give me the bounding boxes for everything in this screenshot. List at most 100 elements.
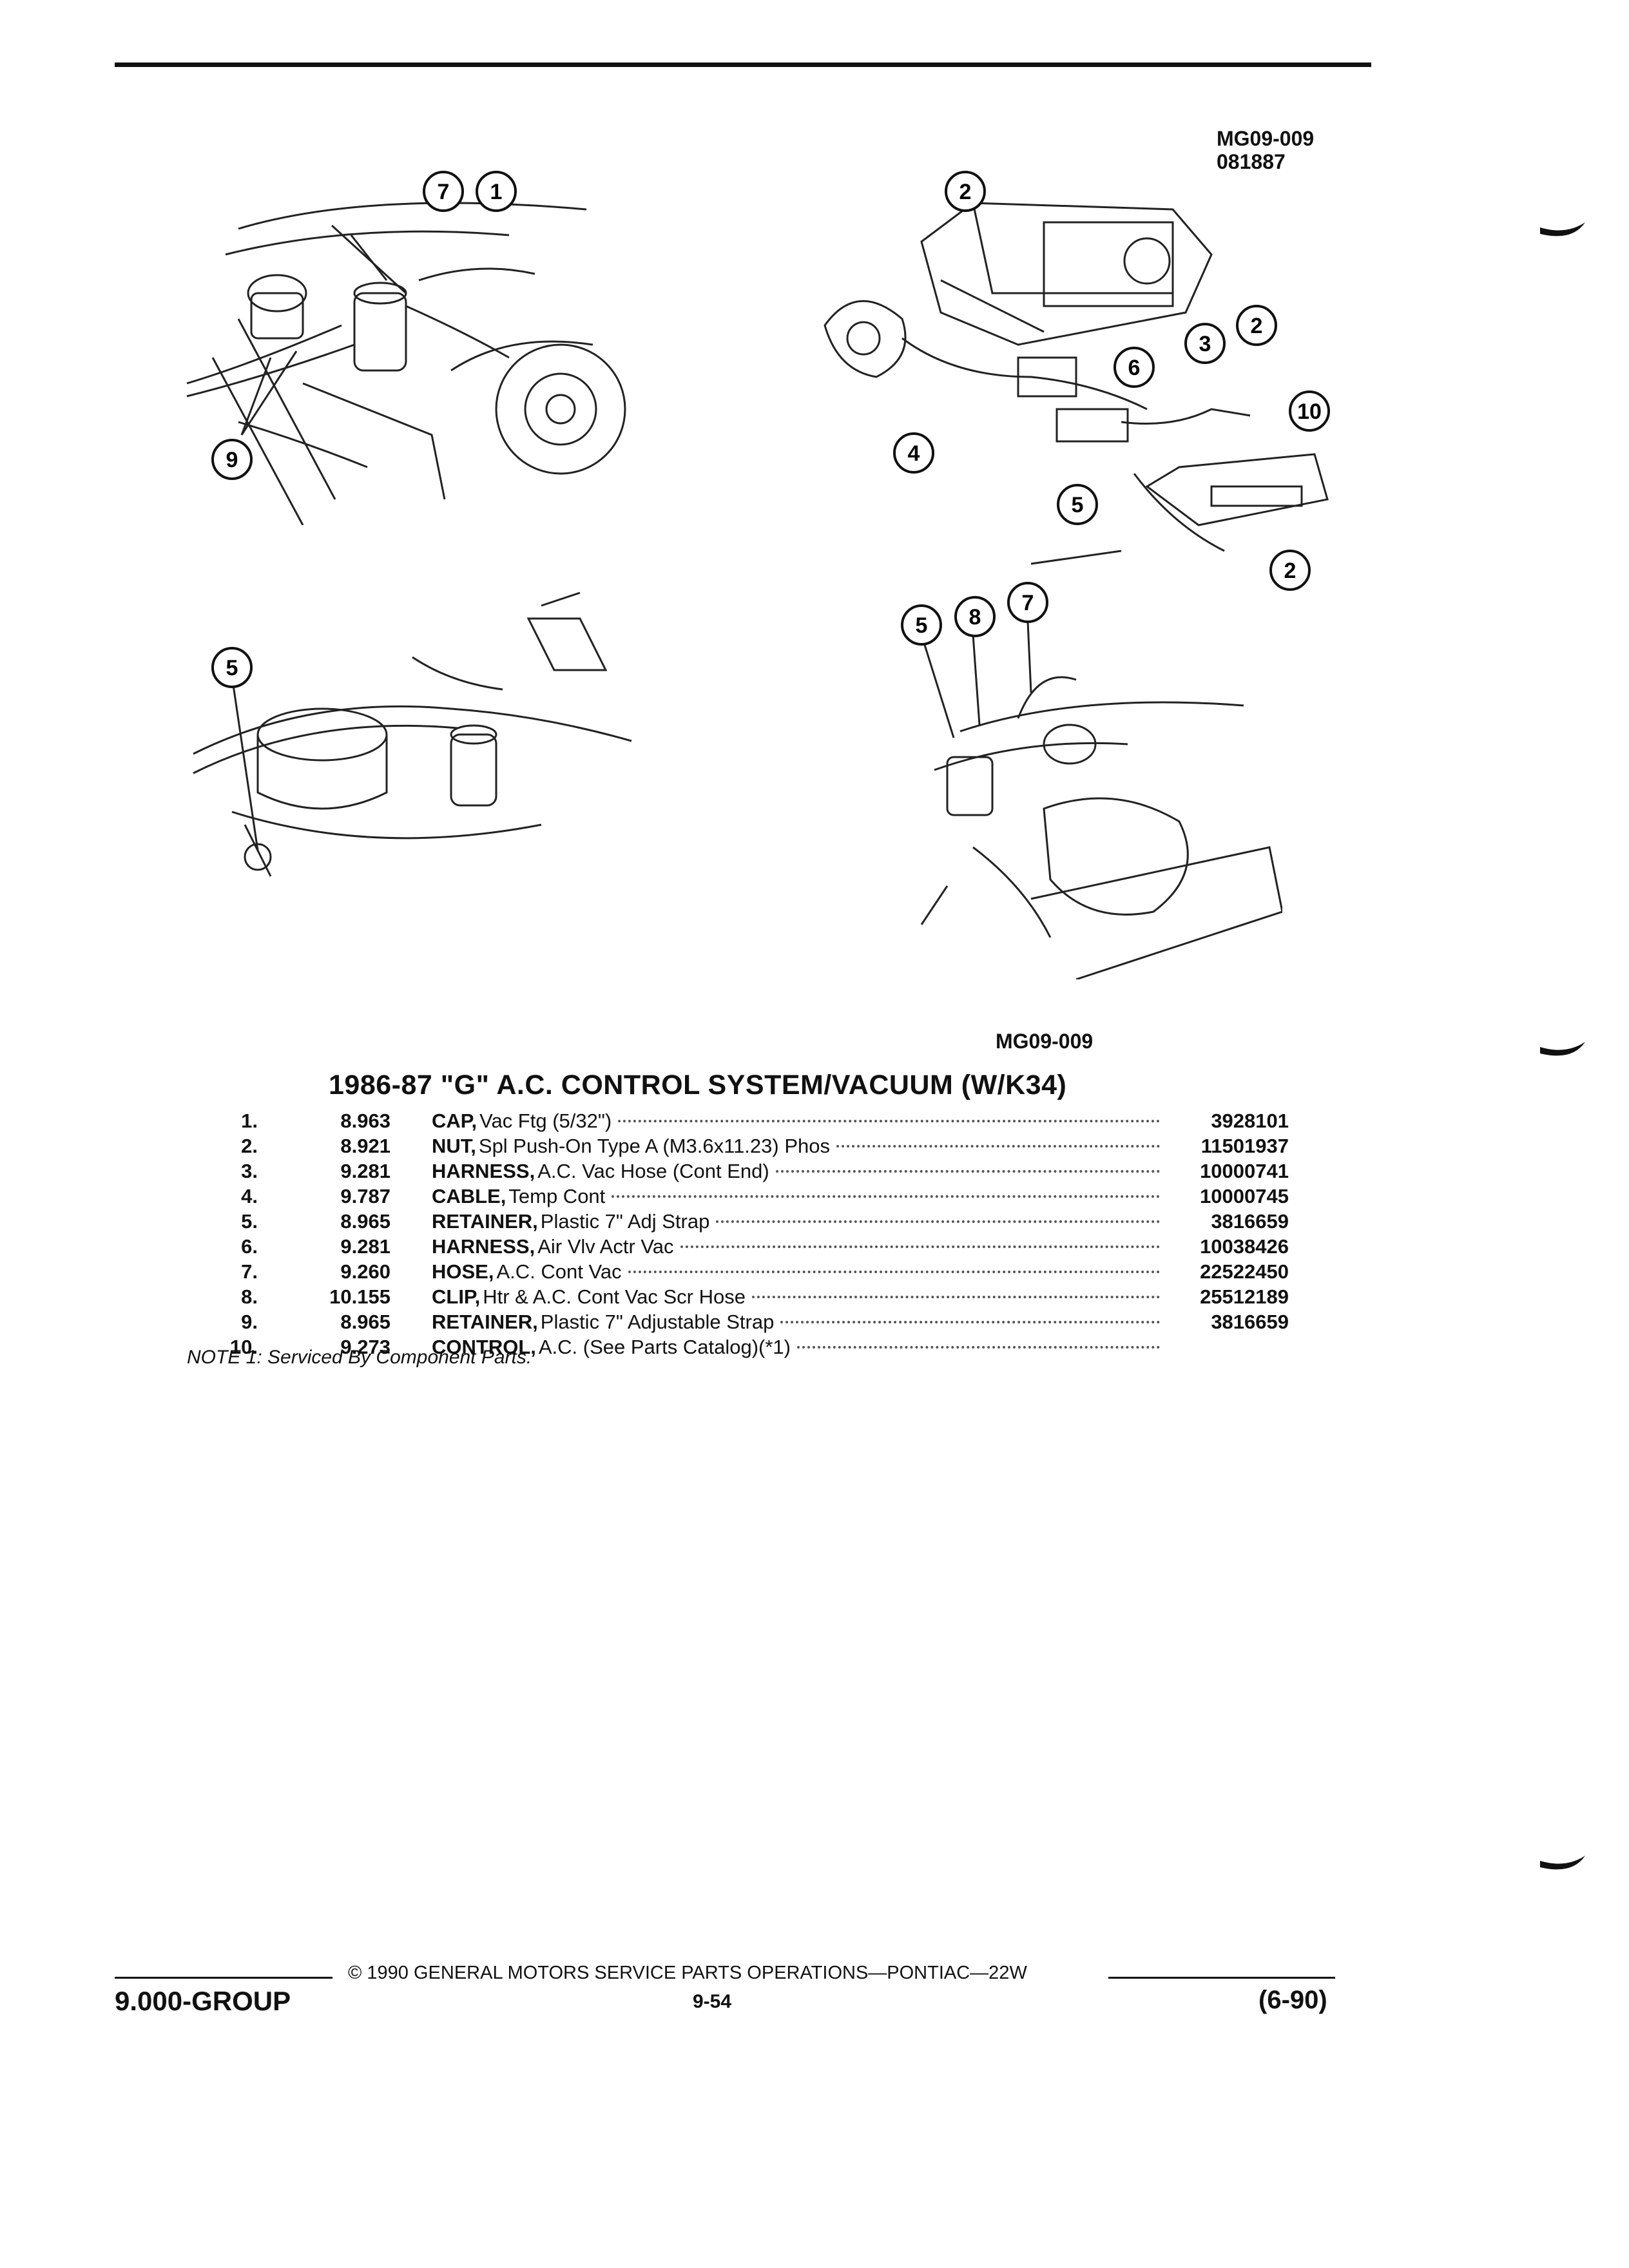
item-description: RETAINER,Plastic 7" Adjustable Strap xyxy=(432,1311,1166,1334)
date-code: 081887 xyxy=(1217,150,1286,173)
group-number: 9.281 xyxy=(340,1160,390,1182)
figure-code: MG09-009 xyxy=(996,1030,1094,1053)
footer-rule-left xyxy=(115,1977,333,1979)
list-item: 7. 9.260 HOSE,A.C. Cont Vac 22522450 xyxy=(180,1260,1289,1285)
callout-label: 9 xyxy=(226,448,238,472)
callout-label: 10 xyxy=(1297,399,1322,424)
dot-leader xyxy=(612,1195,1160,1198)
dot-leader xyxy=(618,1120,1160,1122)
figure-dash-control: 2 2 3 6 10 4 5 2 xyxy=(760,164,1353,602)
item-detail: Temp Cont xyxy=(508,1185,606,1207)
copyright-text: © 1990 GENERAL MOTORS SERVICE PARTS OPER… xyxy=(348,1963,1027,1983)
reference-code: MG09-009 081887 xyxy=(1217,127,1314,173)
callout-label: 4 xyxy=(908,441,920,466)
item-name: RETAINER, xyxy=(432,1210,538,1233)
dot-leader xyxy=(680,1245,1160,1248)
part-number: 11501937 xyxy=(1200,1135,1289,1157)
figure-engine-right: 5 8 7 xyxy=(883,577,1282,979)
item-description: NUT,Spl Push-On Type A (M3.6x11.23) Phos xyxy=(432,1135,1166,1158)
callout-label: 7 xyxy=(438,180,450,204)
part-number: 25512189 xyxy=(1200,1285,1289,1308)
list-item: 9. 8.965 RETAINER,Plastic 7" Adjustable … xyxy=(180,1311,1289,1336)
revision-date: (6-90) xyxy=(1258,1986,1327,2014)
item-description: CABLE,Temp Cont xyxy=(432,1185,1166,1208)
item-name: CLIP, xyxy=(432,1285,481,1308)
group-number: 8.965 xyxy=(340,1311,390,1333)
dot-leader xyxy=(716,1220,1160,1223)
item-description: HOSE,A.C. Cont Vac xyxy=(432,1260,1166,1283)
binder-hole-mark xyxy=(1540,222,1585,236)
item-name: HOSE, xyxy=(432,1260,494,1283)
footer-rule-right xyxy=(1108,1977,1335,1979)
list-item: 6. 9.281 HARNESS,Air Vlv Actr Vac 100384… xyxy=(180,1235,1289,1260)
part-number: 3816659 xyxy=(1211,1210,1289,1233)
binder-hole-mark xyxy=(1540,1856,1585,1870)
callout-label: 2 xyxy=(959,180,972,204)
dot-leader xyxy=(836,1145,1160,1148)
list-item: 8. 10.155 CLIP,Htr & A.C. Cont Vac Scr H… xyxy=(180,1285,1289,1311)
item-description: CONTROL,A.C. (See Parts Catalog)(*1) xyxy=(432,1336,1166,1359)
dot-leader xyxy=(780,1321,1160,1323)
group-number: 9.787 xyxy=(340,1185,390,1207)
item-number: 9. xyxy=(241,1311,258,1333)
figure-engine-left: 7 1 9 xyxy=(174,164,664,525)
callout-label: 2 xyxy=(1251,314,1263,338)
group-number: 9.273 xyxy=(340,1336,390,1358)
group-number: 9.260 xyxy=(340,1260,390,1283)
list-item: 4. 9.787 CABLE,Temp Cont 10000745 xyxy=(180,1185,1289,1210)
callout-label: 6 xyxy=(1128,356,1141,380)
part-number: 10000741 xyxy=(1200,1160,1289,1182)
item-detail: Vac Ftg (5/32") xyxy=(479,1110,612,1132)
item-detail: Plastic 7" Adjustable Strap xyxy=(540,1311,775,1333)
group-number: 8.965 xyxy=(340,1210,390,1233)
item-name: RETAINER, xyxy=(432,1311,538,1333)
list-item: 2. 8.921 NUT,Spl Push-On Type A (M3.6x11… xyxy=(180,1135,1289,1160)
item-detail: A.C. Vac Hose (Cont End) xyxy=(537,1160,769,1182)
item-description: CLIP,Htr & A.C. Cont Vac Scr Hose xyxy=(432,1285,1166,1309)
item-description: HARNESS,Air Vlv Actr Vac xyxy=(432,1235,1166,1258)
item-detail: Plastic 7" Adj Strap xyxy=(540,1210,710,1233)
callout-label: 5 xyxy=(916,613,928,638)
item-description: CAP,Vac Ftg (5/32") xyxy=(432,1110,1166,1133)
item-number: 3. xyxy=(241,1160,258,1182)
part-number: 10038426 xyxy=(1200,1235,1289,1258)
item-number: 10. xyxy=(229,1336,258,1358)
illustration-code: MG09-009 xyxy=(1217,127,1315,150)
item-detail: Spl Push-On Type A (M3.6x11.23) Phos xyxy=(478,1135,830,1157)
group-label: 9.000-GROUP xyxy=(115,1986,291,2016)
item-detail: Htr & A.C. Cont Vac Scr Hose xyxy=(483,1285,746,1308)
part-number: 3816659 xyxy=(1211,1311,1289,1333)
list-item: 1. 8.963 CAP,Vac Ftg (5/32") 3928101 xyxy=(180,1110,1289,1135)
callout-label: 3 xyxy=(1199,332,1211,356)
item-number: 4. xyxy=(241,1185,258,1207)
item-number: 2. xyxy=(241,1135,258,1157)
item-name: CAP, xyxy=(432,1110,477,1132)
item-name: HARNESS, xyxy=(432,1235,535,1258)
binder-hole-mark xyxy=(1540,1042,1585,1056)
item-detail: Air Vlv Actr Vac xyxy=(537,1235,674,1258)
group-number: 9.281 xyxy=(340,1235,390,1258)
footnote: NOTE 1: Serviced By Component Parts. xyxy=(187,1347,532,1368)
item-description: HARNESS,A.C. Vac Hose (Cont End) xyxy=(432,1160,1166,1183)
list-item: 5. 8.965 RETAINER,Plastic 7" Adj Strap 3… xyxy=(180,1210,1289,1235)
item-detail: A.C. Cont Vac xyxy=(496,1260,622,1283)
item-number: 6. xyxy=(241,1235,258,1258)
part-number: 22522450 xyxy=(1200,1260,1289,1283)
list-item: 3. 9.281 HARNESS,A.C. Vac Hose (Cont End… xyxy=(180,1160,1289,1185)
callout-label: 7 xyxy=(1022,591,1034,615)
dot-leader xyxy=(775,1170,1160,1173)
callout-label: 8 xyxy=(969,605,981,629)
page-number: 9-54 xyxy=(693,1991,732,2012)
dot-leader xyxy=(628,1271,1160,1273)
top-rule xyxy=(115,62,1371,67)
group-number: 8.963 xyxy=(340,1110,390,1132)
part-number: 3928101 xyxy=(1211,1110,1289,1132)
callout-label: 1 xyxy=(490,180,503,204)
dot-leader xyxy=(751,1296,1160,1298)
callout-label: 5 xyxy=(226,656,238,680)
item-name: NUT, xyxy=(432,1135,476,1157)
parts-list: 1. 8.963 CAP,Vac Ftg (5/32") 3928101 2. … xyxy=(180,1110,1289,1361)
item-name: CABLE, xyxy=(432,1185,506,1207)
callout-label: 2 xyxy=(1284,559,1296,583)
item-name: CONTROL, xyxy=(432,1336,536,1358)
